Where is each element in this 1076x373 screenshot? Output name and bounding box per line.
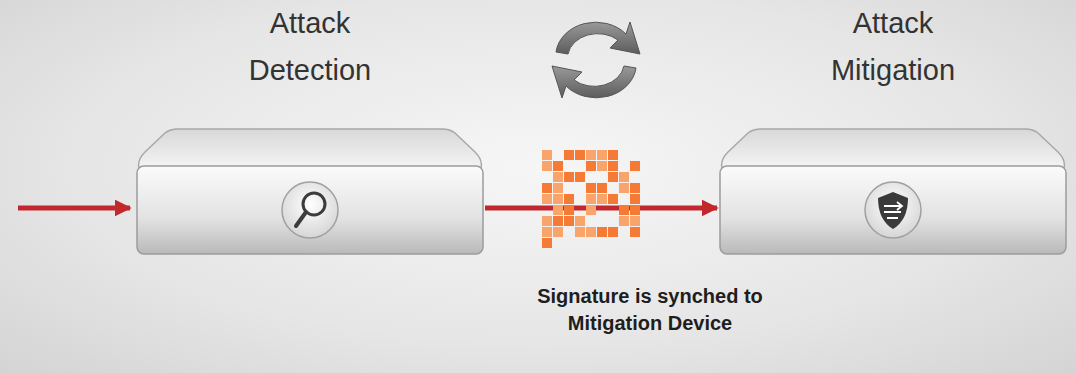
signature-pixel bbox=[630, 216, 640, 226]
signature-pixel bbox=[608, 150, 618, 160]
signature-pixel bbox=[586, 194, 596, 204]
device-title: Attack Detection bbox=[205, 0, 415, 94]
signature-pixel bbox=[553, 227, 563, 237]
signature-pixel bbox=[619, 183, 629, 193]
signature-pixel bbox=[564, 194, 574, 204]
signature-pixel bbox=[542, 150, 552, 160]
appliance-box bbox=[135, 128, 485, 258]
signature-pixel bbox=[542, 183, 552, 193]
signature-pixel bbox=[619, 216, 629, 226]
signature-pixel bbox=[542, 227, 552, 237]
signature-pixel bbox=[542, 161, 552, 171]
signature-pixel bbox=[575, 172, 585, 182]
signature-pixel bbox=[553, 205, 563, 215]
signature-pixel bbox=[619, 205, 629, 215]
signature-pixel bbox=[597, 194, 607, 204]
signature-pixel bbox=[608, 227, 618, 237]
signature-pixel bbox=[608, 161, 618, 171]
signature-pixel bbox=[630, 183, 640, 193]
signature-pixel bbox=[553, 216, 563, 226]
signature-pixel bbox=[586, 205, 596, 215]
signature-pixel bbox=[586, 150, 596, 160]
appliance-node: Attack Detection bbox=[135, 0, 485, 258]
device-title: Attack Mitigation bbox=[788, 0, 998, 94]
signature-pixel bbox=[586, 161, 596, 171]
signature-pixel bbox=[630, 205, 640, 215]
signature-pixel bbox=[553, 161, 563, 171]
signature-pixel bbox=[564, 205, 574, 215]
signature-pixel bbox=[597, 227, 607, 237]
signature-pixel bbox=[608, 172, 618, 182]
flow-arrow bbox=[485, 206, 717, 211]
appliance-box bbox=[718, 128, 1068, 258]
signature-pixel bbox=[608, 194, 618, 204]
signature-pixel bbox=[597, 150, 607, 160]
signature-pixel bbox=[586, 227, 596, 237]
signature-pixel bbox=[630, 161, 640, 171]
signature-pixel bbox=[575, 216, 585, 226]
signature-pixel bbox=[553, 183, 563, 193]
signature-pixel bbox=[597, 183, 607, 193]
signature-pixel bbox=[597, 161, 607, 171]
signature-pixel bbox=[564, 150, 574, 160]
signature-pixel bbox=[630, 194, 640, 204]
signature-pixel bbox=[575, 227, 585, 237]
signature-pixel bbox=[542, 238, 552, 248]
signature-pixel bbox=[553, 172, 563, 182]
signature-pixel bbox=[630, 227, 640, 237]
input-arrow bbox=[18, 206, 130, 211]
signature-pixel bbox=[564, 172, 574, 182]
signature-pixel bbox=[553, 194, 563, 204]
signature-pixel bbox=[542, 194, 552, 204]
signature-pixel bbox=[575, 150, 585, 160]
sync-icon bbox=[552, 22, 640, 98]
signature-pixel bbox=[542, 216, 552, 226]
signature-pixel bbox=[564, 216, 574, 226]
appliance-node: Attack Mitigation bbox=[718, 0, 1068, 258]
signature-pixel bbox=[619, 172, 629, 182]
signature-pixel bbox=[586, 183, 596, 193]
caption-note: Signature is synched to Mitigation Devic… bbox=[515, 283, 785, 337]
